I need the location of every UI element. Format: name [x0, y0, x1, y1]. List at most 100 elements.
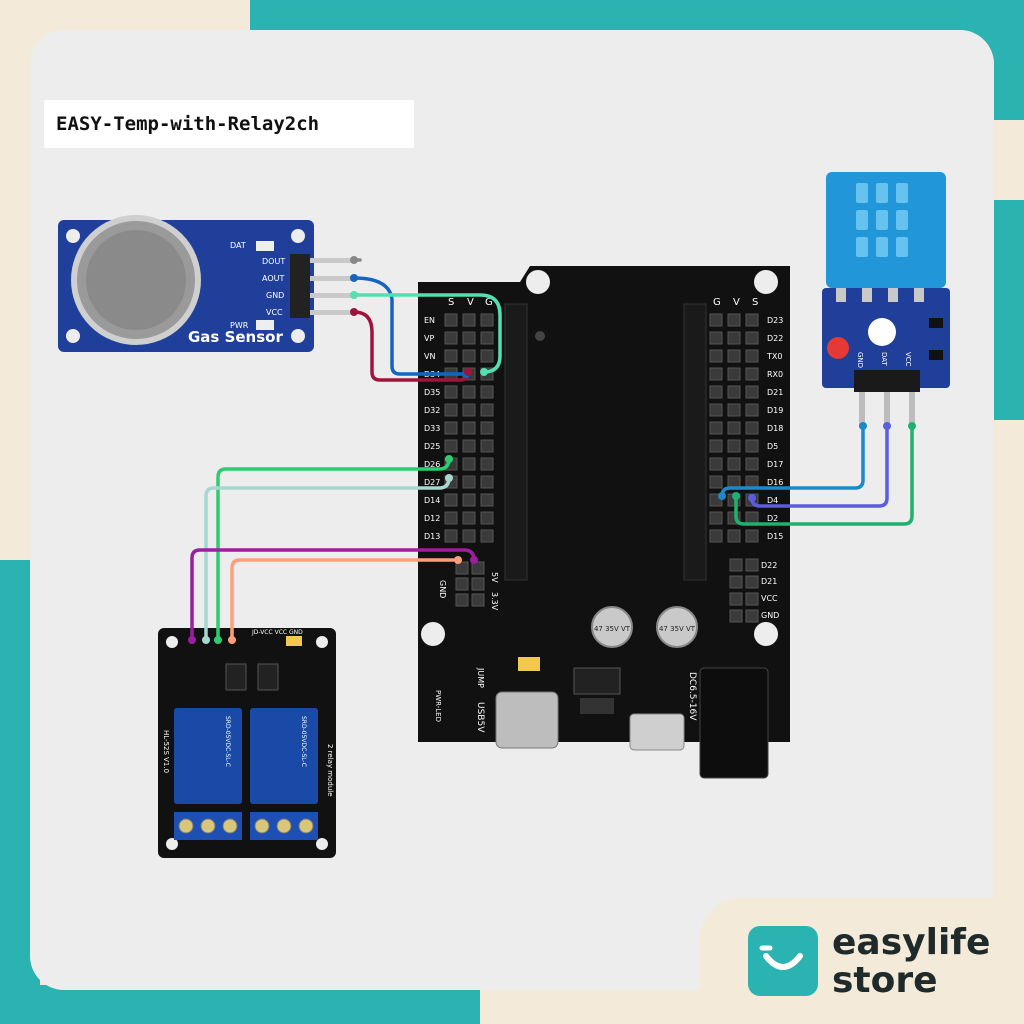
header-pin [745, 457, 759, 471]
diagram-title: EASY-Temp-with-Relay2ch [44, 100, 414, 148]
bg-teal-right [990, 0, 1024, 120]
pin-header-dots [444, 313, 759, 623]
header-pin [745, 475, 759, 489]
wire-endpoints [188, 256, 916, 644]
header-pin [745, 331, 759, 345]
gas-pin-gnd: GND [266, 291, 284, 300]
gas-pwr-label: PWR [230, 321, 249, 330]
brand-line-1: easylife [832, 922, 991, 963]
pin-vp: VP [424, 334, 434, 343]
pin-en: EN [424, 316, 435, 325]
header-pin [444, 313, 458, 327]
header-pin [462, 385, 476, 399]
header-pin [462, 421, 476, 435]
header-pin [745, 558, 759, 572]
header-right-g: G [713, 297, 721, 308]
brand-line-2: store [832, 960, 938, 1001]
header-pin [709, 349, 723, 363]
header-pin [462, 457, 476, 471]
header-pin [727, 529, 741, 543]
header-pin [727, 439, 741, 453]
header-pin [745, 385, 759, 399]
esp32-board: S V G G V S EN VP VN D34 D35 D32 D33 D25… [418, 266, 790, 779]
header-pin [462, 313, 476, 327]
header-pin [455, 593, 469, 607]
pin-d26: D26 [424, 460, 440, 469]
gas-pin-dout: DOUT [262, 257, 285, 266]
pin-d25: D25 [424, 442, 440, 451]
header-pin [727, 349, 741, 363]
header-pin [480, 439, 494, 453]
wire-gas-aout [352, 276, 468, 376]
wire-relay-in2 [204, 476, 451, 642]
wire-relay-in1 [216, 457, 451, 642]
header-left-v: V [467, 297, 474, 308]
bg-teal-bottom [0, 985, 480, 1024]
pin-d5: D5 [767, 442, 778, 451]
header-pin [480, 475, 494, 489]
header-pin [709, 313, 723, 327]
header-pin [745, 367, 759, 381]
header-pin [727, 421, 741, 435]
header-pin [745, 529, 759, 543]
pin-d19: D19 [767, 406, 783, 415]
header-pin [745, 575, 759, 589]
relay-side-label: 2 relay module [326, 744, 334, 797]
header-pin [444, 511, 458, 525]
header-pin [745, 313, 759, 327]
header-right-v: V [733, 297, 740, 308]
header-pin [455, 577, 469, 591]
header-pin [480, 421, 494, 435]
header-pin [471, 561, 485, 575]
pwr-pin-5v: 5V [490, 572, 499, 583]
pin-d17: D17 [767, 460, 783, 469]
bg-teal-right-mid [990, 200, 1024, 420]
header-pin [709, 421, 723, 435]
pwr-pin-3v3: 3.3V [490, 592, 499, 611]
i2c-pin-gnd: GND [761, 611, 779, 620]
header-pin [709, 529, 723, 543]
header-pin [462, 511, 476, 525]
header-pin [480, 313, 494, 327]
header-pin [709, 403, 723, 417]
pin-d18: D18 [767, 424, 783, 433]
dht-pin-vcc: VCC [904, 352, 912, 367]
header-pin [727, 385, 741, 399]
gas-sensor-module: Gas Sensor DAT PWR DOUT AOUT GND VCC [58, 215, 354, 352]
gas-pin-aout: AOUT [262, 274, 284, 283]
brand-name: easylife store [832, 924, 990, 1000]
pin-d21: D21 [767, 388, 783, 397]
header-pin [709, 511, 723, 525]
dc-label: DC6.5-16V [687, 672, 697, 721]
wire-relay-vcc [230, 558, 460, 642]
relay-2-text: SRD-05VDC-SL-C [300, 716, 307, 767]
relay-1-text: SRD-05VDC-SL-C [224, 716, 231, 767]
header-pin [480, 511, 494, 525]
pin-d33: D33 [424, 424, 440, 433]
header-right-s: S [752, 297, 758, 308]
header-pin [727, 475, 741, 489]
pin-d15: D15 [767, 532, 783, 541]
diagram-title-text: EASY-Temp-with-Relay2ch [56, 113, 320, 135]
header-pin [444, 439, 458, 453]
header-pin [471, 593, 485, 607]
wire-dht-dat [750, 424, 889, 508]
header-left-s: S [448, 297, 454, 308]
pin-d13: D13 [424, 532, 440, 541]
pin-d27: D27 [424, 478, 440, 487]
jump-label: JUMP [476, 667, 485, 688]
header-pin [709, 331, 723, 345]
header-pin [709, 457, 723, 471]
header-pin [444, 403, 458, 417]
pin-d4: D4 [767, 496, 778, 505]
pin-d2: D2 [767, 514, 778, 523]
header-pin [444, 421, 458, 435]
pin-d32: D32 [424, 406, 440, 415]
i2c-pin-d21: D21 [761, 577, 777, 586]
pin-d23: D23 [767, 316, 783, 325]
gas-dat-label: DAT [230, 241, 246, 250]
pin-d14: D14 [424, 496, 440, 505]
header-pin [745, 439, 759, 453]
relay-module: JD-VCC VCC GND SRD-05VDC-SL-C SRD-05VDC-… [158, 628, 336, 858]
